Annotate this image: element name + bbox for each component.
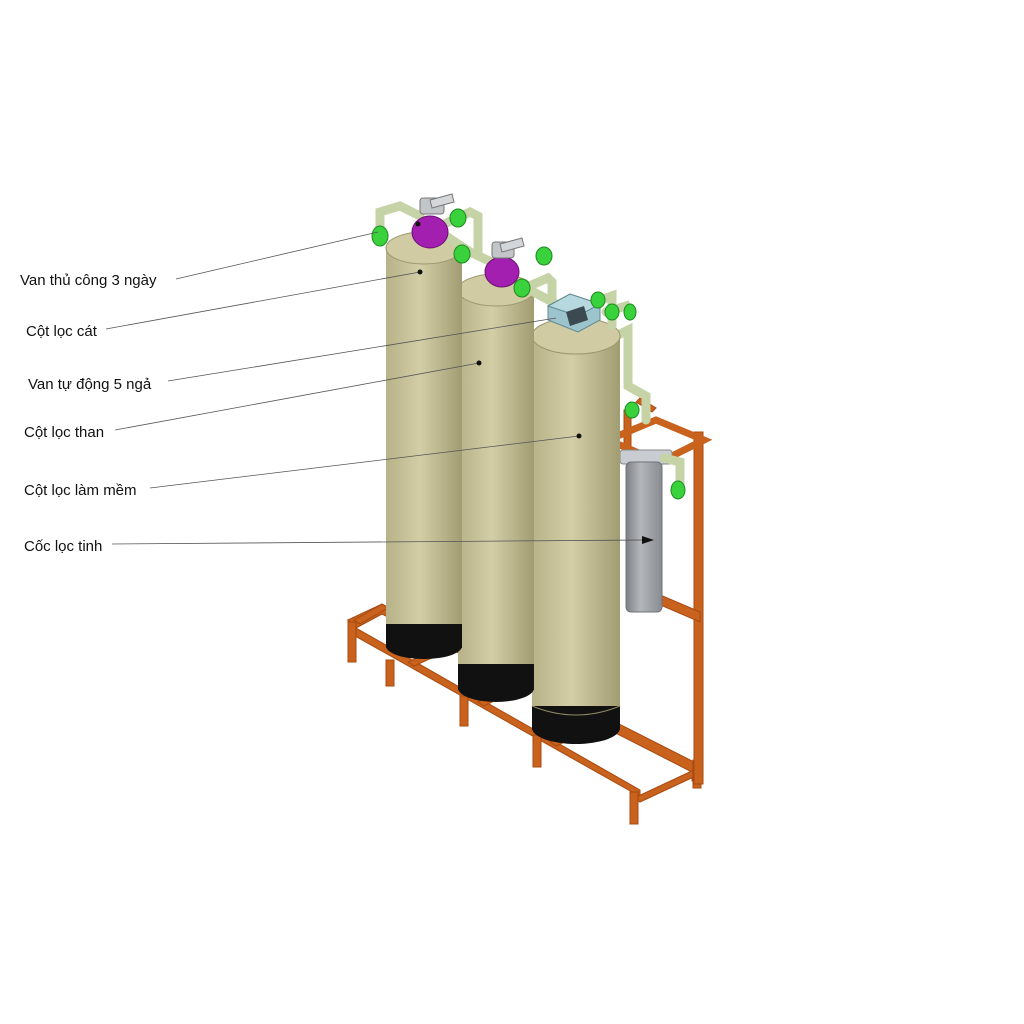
auto-valve [546, 293, 602, 333]
sand-tank [385, 231, 463, 659]
label-fine-filter: Cốc lọc tinh [24, 538, 102, 555]
label-sand-column: Cột lọc cát [26, 323, 98, 340]
carbon-tank [457, 273, 535, 702]
leader-lines [105, 231, 643, 545]
manual-valve-1 [411, 193, 455, 249]
manual-valve-2 [484, 237, 525, 288]
softener-tank [531, 317, 621, 744]
fine-filter-housing [619, 449, 686, 613]
label-carbon-column: Cột lọc than [24, 424, 104, 441]
label-manual-valve: Van thủ công 3 ngày [20, 272, 157, 289]
pipe-fittings [371, 208, 640, 419]
callout-labels: Van thủ công 3 ngày Cột lọc cát Van tự đ… [20, 272, 157, 555]
label-auto-valve: Van tự động 5 ngả [28, 376, 152, 393]
label-softener-column: Cột lọc làm mềm [24, 482, 137, 499]
softener-outlet-pipe [611, 322, 651, 425]
